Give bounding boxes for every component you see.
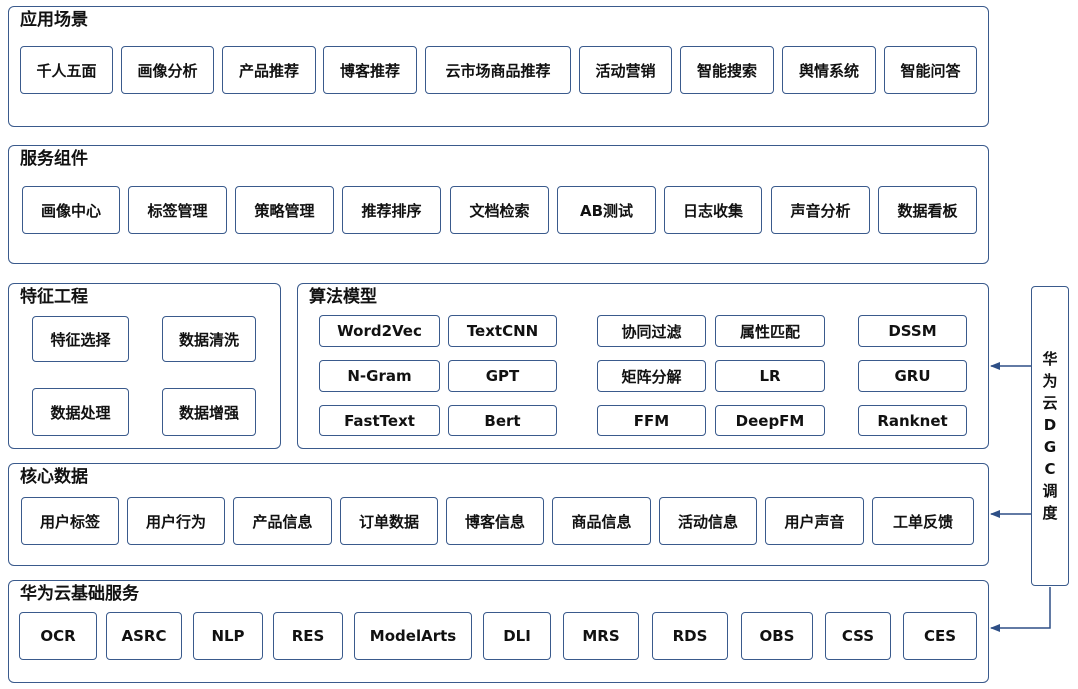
core-data-title: 核心数据 (20, 467, 88, 487)
scheduler-char: 为 (1042, 372, 1058, 390)
core-data-item: 用户标签 (21, 497, 119, 545)
cloud-item: CSS (825, 612, 891, 660)
service-item: 标签管理 (128, 186, 227, 234)
cloud-item: DLI (483, 612, 551, 660)
scenes-title: 应用场景 (20, 10, 88, 30)
cloud-item: RES (273, 612, 343, 660)
scene-item: 云市场商品推荐 (425, 46, 571, 94)
algorithm-item: DSSM (858, 315, 967, 347)
dgc-scheduler-box: 华 为 云 D G C 调 度 (1031, 286, 1069, 586)
feature-item: 特征选择 (32, 316, 129, 362)
scene-item: 千人五面 (20, 46, 113, 94)
feature-item: 数据清洗 (162, 316, 256, 362)
core-data-item: 产品信息 (233, 497, 332, 545)
service-item: 数据看板 (878, 186, 977, 234)
feature-item: 数据处理 (32, 388, 129, 436)
arrow-to-cloud (990, 587, 1051, 632)
scheduler-char: C (1044, 460, 1056, 478)
cloud-title: 华为云基础服务 (20, 584, 139, 604)
cloud-item: NLP (193, 612, 263, 660)
scene-item: 智能搜索 (680, 46, 774, 94)
scheduler-char: 度 (1042, 504, 1058, 522)
cloud-item: RDS (652, 612, 728, 660)
algorithm-item: FastText (319, 405, 440, 436)
algorithm-item: 属性匹配 (715, 315, 825, 347)
service-item: AB测试 (557, 186, 656, 234)
scheduler-char: G (1043, 438, 1057, 456)
core-data-item: 商品信息 (552, 497, 651, 545)
service-item: 策略管理 (235, 186, 334, 234)
cloud-item: ASRC (106, 612, 182, 660)
cloud-item: OBS (741, 612, 813, 660)
core-data-item: 博客信息 (446, 497, 544, 545)
service-item: 推荐排序 (342, 186, 441, 234)
algorithm-item: LR (715, 360, 825, 392)
services-title: 服务组件 (20, 149, 88, 169)
scene-item: 活动营销 (579, 46, 672, 94)
scene-item: 智能问答 (884, 46, 977, 94)
service-item: 画像中心 (22, 186, 120, 234)
scene-item: 舆情系统 (782, 46, 876, 94)
core-data-item: 活动信息 (659, 497, 757, 545)
algorithm-item: TextCNN (448, 315, 557, 347)
algorithm-item: Bert (448, 405, 557, 436)
service-item: 文档检索 (450, 186, 549, 234)
algorithm-item: GRU (858, 360, 967, 392)
service-item: 日志收集 (664, 186, 762, 234)
algorithm-item: FFM (597, 405, 706, 436)
scheduler-char: 云 (1042, 394, 1058, 412)
scheduler-char: 华 (1042, 350, 1058, 368)
core-data-item: 工单反馈 (872, 497, 974, 545)
core-data-item: 用户行为 (127, 497, 225, 545)
scheduler-char: 调 (1042, 482, 1058, 500)
scheduler-char: D (1043, 416, 1057, 434)
algorithm-item: DeepFM (715, 405, 825, 436)
algorithm-item: Word2Vec (319, 315, 440, 347)
scene-item: 画像分析 (121, 46, 214, 94)
cloud-item: ModelArts (354, 612, 472, 660)
cloud-item: CES (903, 612, 977, 660)
algorithm-item: 协同过滤 (597, 315, 706, 347)
service-item: 声音分析 (771, 186, 870, 234)
algorithm-item: Ranknet (858, 405, 967, 436)
cloud-item: OCR (19, 612, 97, 660)
core-data-item: 订单数据 (340, 497, 438, 545)
core-data-item: 用户声音 (765, 497, 864, 545)
feature-item: 数据增强 (162, 388, 256, 436)
algorithms-title: 算法模型 (309, 287, 377, 307)
scene-item: 产品推荐 (222, 46, 316, 94)
cloud-item: MRS (563, 612, 639, 660)
features-title: 特征工程 (20, 287, 88, 307)
algorithm-item: GPT (448, 360, 557, 392)
scene-item: 博客推荐 (323, 46, 417, 94)
algorithm-item: N-Gram (319, 360, 440, 392)
algorithm-item: 矩阵分解 (597, 360, 706, 392)
